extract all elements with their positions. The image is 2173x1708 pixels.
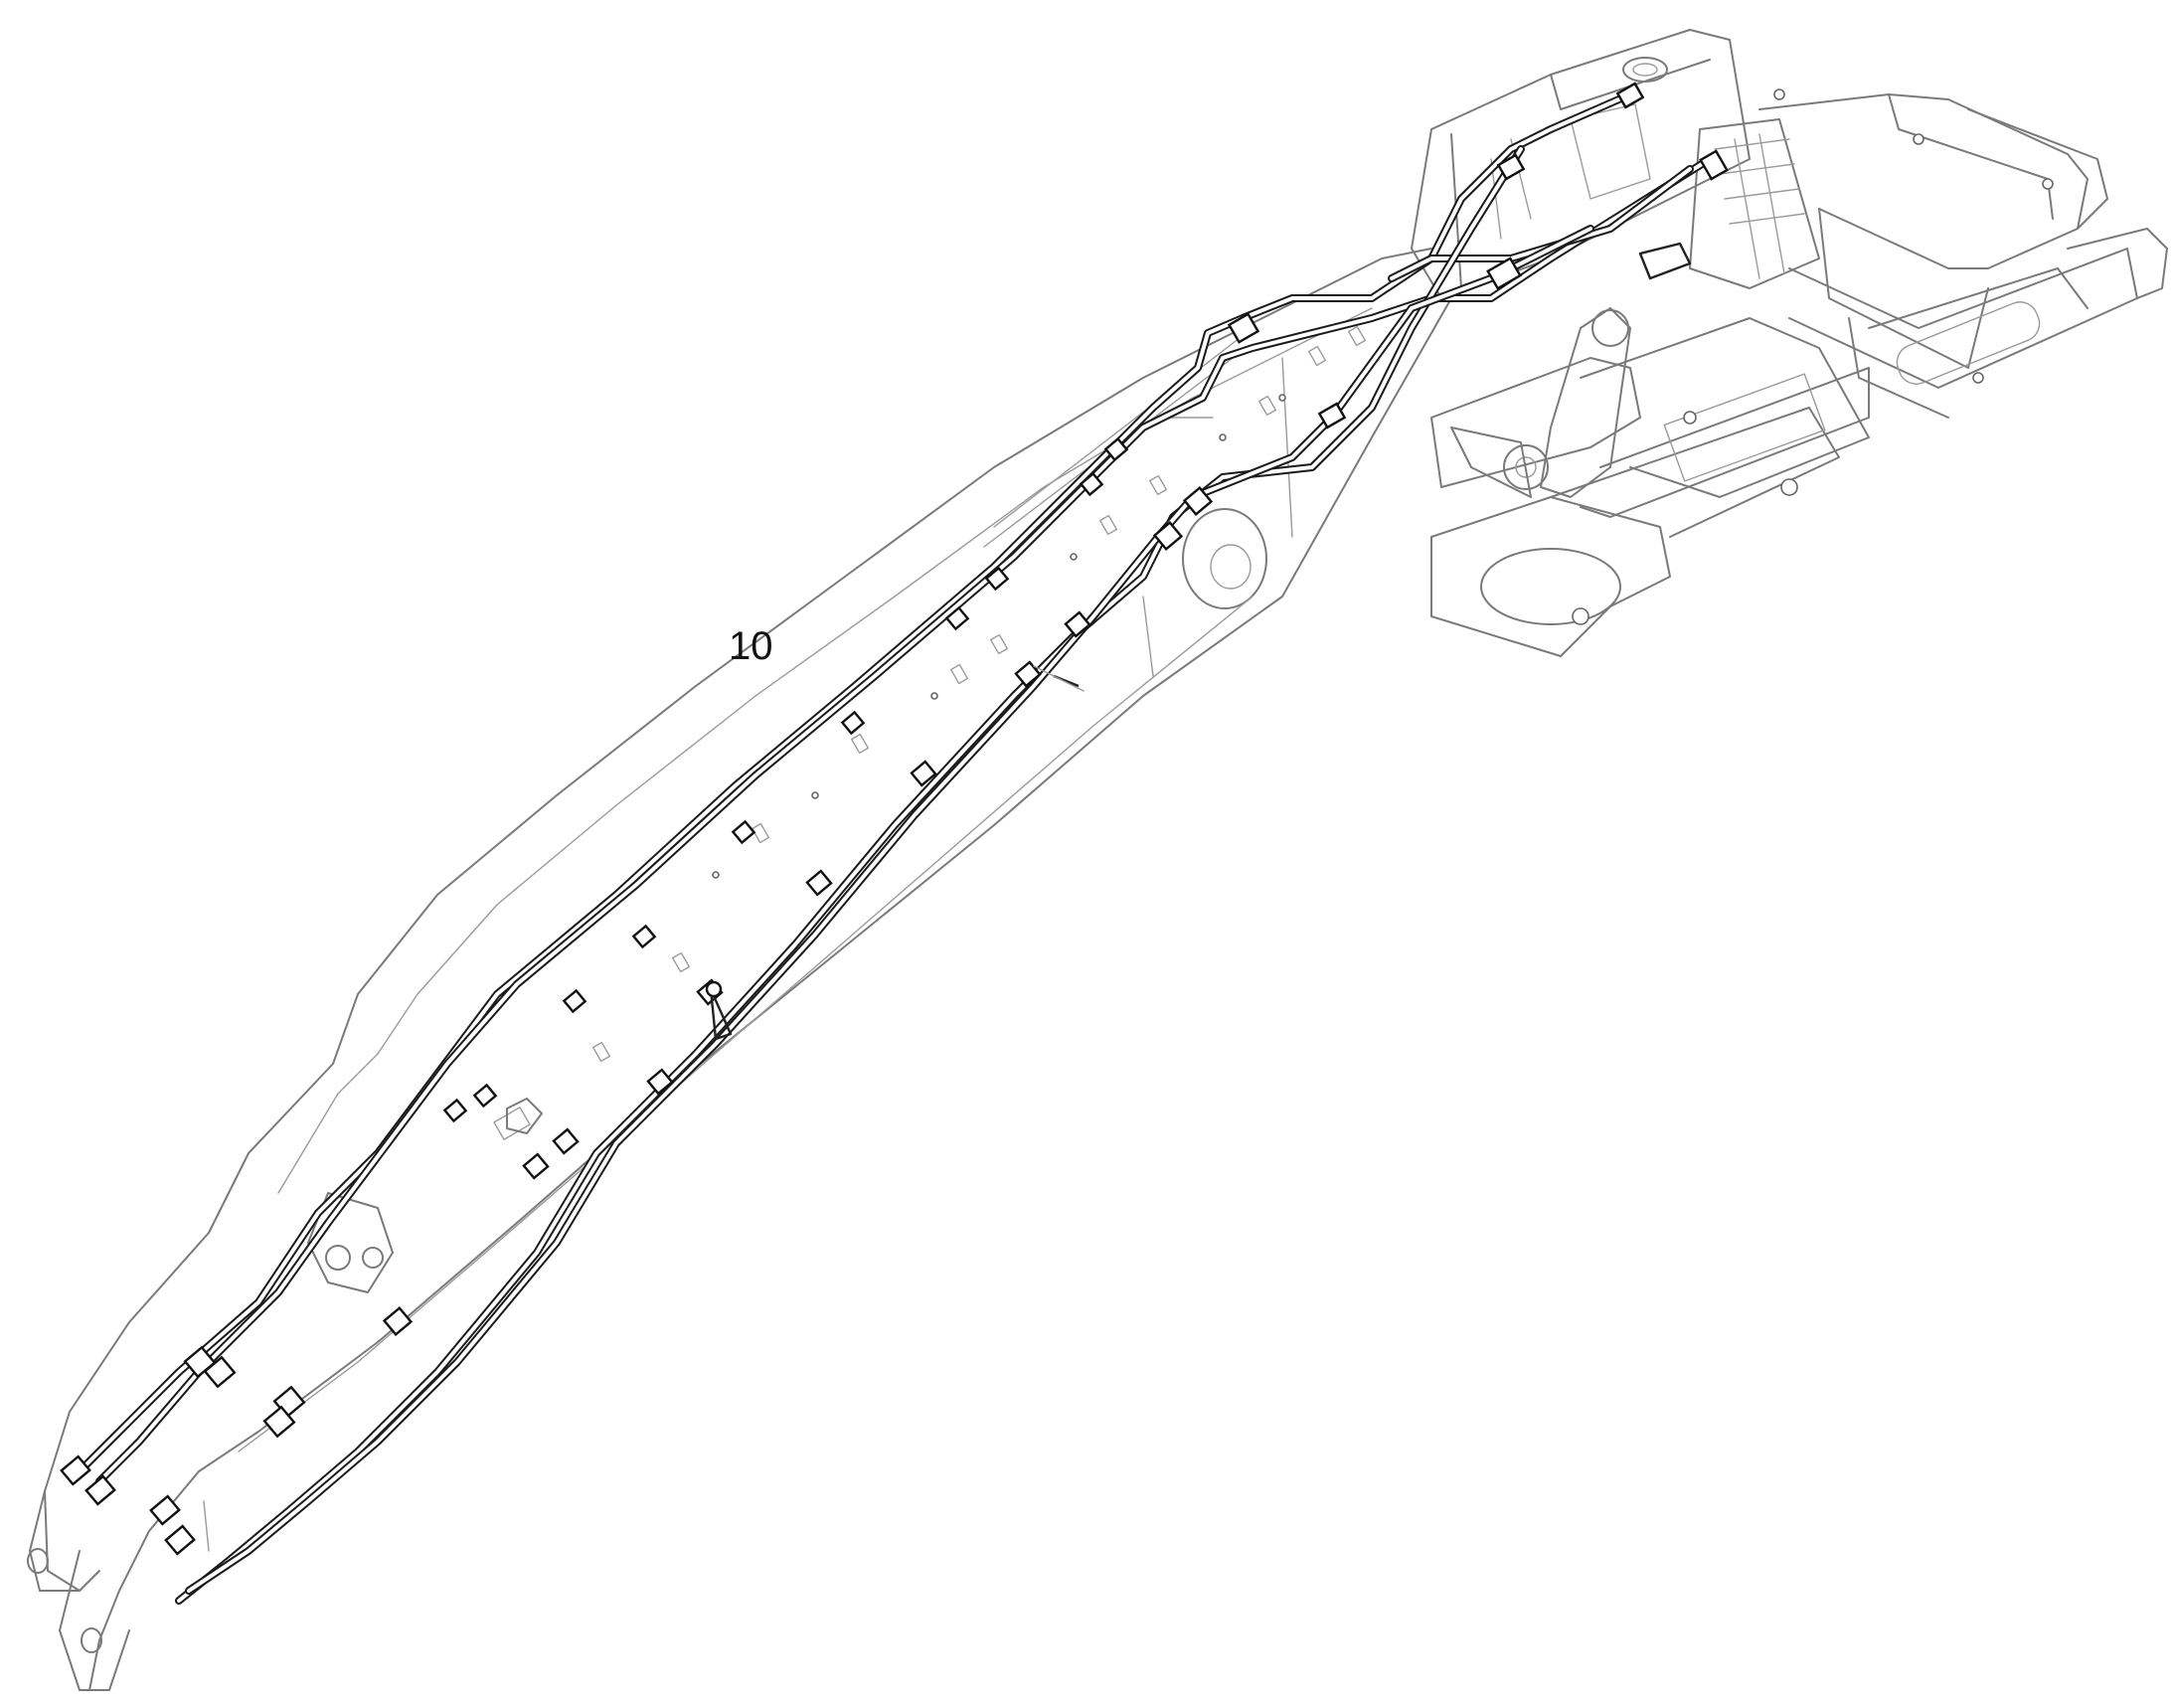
callout-label: 10 [729, 624, 773, 668]
lifting-eye [705, 980, 733, 1041]
hose-lines-lower [175, 145, 1594, 1605]
hose-guard [1033, 665, 1085, 692]
boom-bosses [493, 325, 1367, 1140]
mounting-bracket [506, 1098, 543, 1134]
upper-frame [1411, 29, 2168, 657]
boom [27, 248, 1452, 1691]
boom-foot [1182, 307, 1631, 609]
hose-clamps [60, 82, 1729, 1556]
rear-reservoir [1638, 242, 1692, 280]
